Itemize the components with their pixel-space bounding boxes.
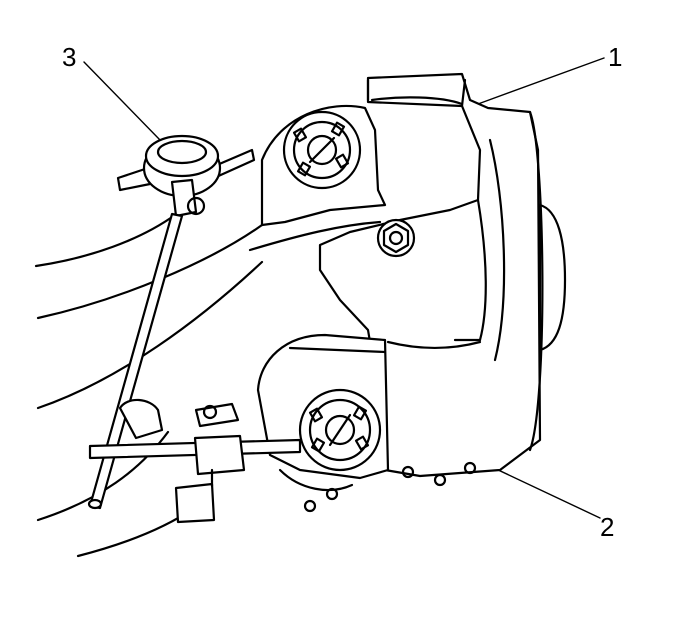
- differential-housing: [318, 72, 567, 487]
- callout-3: 3: [62, 42, 77, 72]
- callout-2: 2: [600, 512, 615, 542]
- center-bolt: [376, 218, 416, 258]
- callout-1: 1: [608, 42, 623, 72]
- dial-indicator: [116, 134, 256, 218]
- leader-line-3: [83, 61, 161, 141]
- leader-line-1: [477, 57, 605, 105]
- lower-mount: [256, 333, 390, 513]
- upper-mount: [260, 104, 387, 227]
- indicator-stand: [87, 212, 302, 524]
